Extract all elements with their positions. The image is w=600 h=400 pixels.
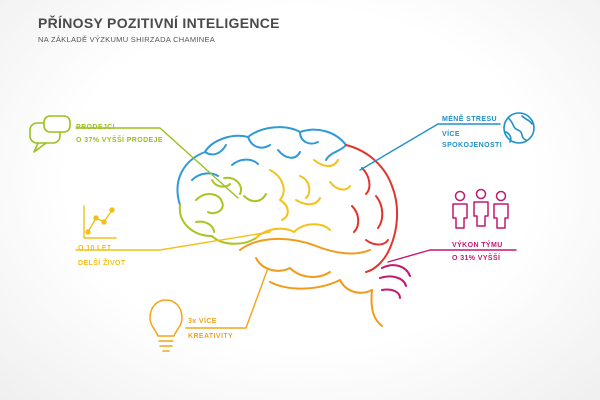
speech-bubbles-icon bbox=[29, 115, 71, 153]
creativity-label: 3x VÍCE KREATIVITY bbox=[188, 316, 233, 342]
brain-blue-region bbox=[176, 126, 347, 206]
connector-stress-line bbox=[359, 123, 501, 171]
page-title: PŘÍNOSY POZITIVNÍ INTELIGENCE bbox=[38, 15, 280, 31]
stress-label-line1: MÉNĚ STRESU bbox=[442, 116, 497, 123]
sales-label-line1: PRODEJCI bbox=[76, 124, 115, 131]
brain-red-region bbox=[345, 144, 399, 273]
globe-icon bbox=[503, 112, 535, 144]
brain-green-region bbox=[178, 176, 267, 245]
creativity-label-line1: 3x VÍCE bbox=[188, 318, 217, 325]
people-icon bbox=[452, 188, 509, 229]
stress-label-line2: VÍCE bbox=[442, 131, 460, 138]
brain-orange-region bbox=[239, 238, 383, 327]
sales-label-line2: O 37% VYŠŠÍ PRODEJE bbox=[76, 137, 163, 144]
creativity-label-line2: KREATIVITY bbox=[188, 333, 234, 340]
connector-creativity-line bbox=[185, 267, 269, 329]
sales-label: PRODEJCI O 37% VYŠŠÍ PRODEJE bbox=[76, 122, 163, 146]
life-label: O 10 LET DELŠÍ ŽIVOT bbox=[78, 243, 126, 269]
team-label-line1: VÝKON TÝMU bbox=[452, 242, 503, 249]
connector-team-line bbox=[387, 249, 517, 263]
brain-magenta-region bbox=[379, 264, 411, 299]
lightbulb-icon bbox=[149, 299, 183, 352]
life-label-line2: DELŠÍ ŽIVOT bbox=[78, 260, 126, 267]
brain-yellow-region bbox=[255, 159, 351, 239]
page-subtitle: NA ZÁKLADĚ VÝZKUMU SHIRZADA CHAMINEA bbox=[38, 35, 216, 44]
connector-sales-line bbox=[75, 127, 239, 199]
connector-life-line bbox=[75, 231, 271, 251]
team-label-line2: O 31% VYŠŠÍ bbox=[452, 255, 501, 262]
team-label: VÝKON TÝMU O 31% VYŠŠÍ bbox=[452, 240, 503, 264]
line-graph-icon bbox=[83, 205, 117, 239]
life-label-line1: O 10 LET bbox=[78, 245, 112, 252]
stress-label-line3: SPOKOJENOSTI bbox=[442, 142, 503, 149]
stress-label: MÉNĚ STRESU VÍCE SPOKOJENOSTI bbox=[442, 114, 502, 151]
